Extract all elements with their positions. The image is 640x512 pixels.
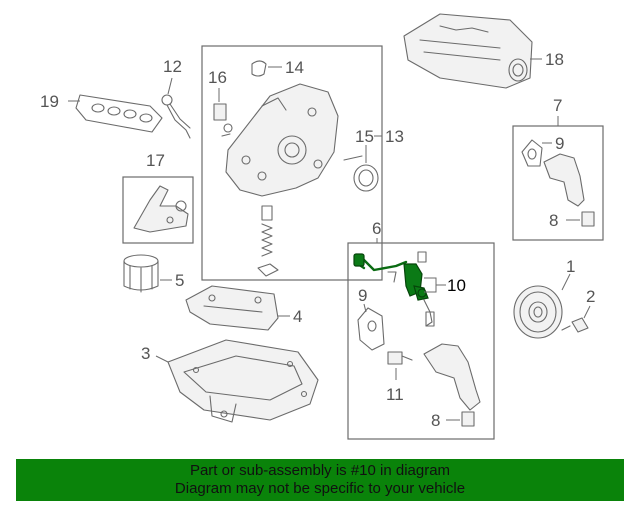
oil-pump-box bbox=[201, 45, 383, 281]
part-17-box bbox=[122, 176, 194, 244]
oil-pump-spring bbox=[257, 205, 279, 277]
callout-16: 16 bbox=[208, 68, 227, 87]
part-6-bolt bbox=[387, 251, 427, 283]
callout-13: 13 bbox=[385, 127, 404, 146]
callout-6: 6 bbox=[372, 219, 381, 238]
part-12-dipstick bbox=[161, 94, 191, 139]
leader-2 bbox=[583, 305, 591, 319]
callout-1: 1 bbox=[566, 257, 575, 276]
part-5-oil-filter bbox=[123, 254, 159, 293]
callout-10: 10 bbox=[447, 276, 466, 295]
part-6-valve bbox=[423, 299, 435, 327]
part-18-manifold bbox=[403, 13, 533, 89]
callout-3: 3 bbox=[141, 344, 150, 363]
part-15-seal bbox=[353, 164, 379, 192]
callout-5: 5 bbox=[175, 271, 184, 290]
leader-1 bbox=[561, 273, 571, 291]
part-14-clip bbox=[251, 60, 267, 77]
leader-9-lower bbox=[363, 303, 367, 313]
callout-18: 18 bbox=[545, 50, 564, 69]
info-banner: Part or sub-assembly is #10 in diagram D… bbox=[16, 459, 624, 501]
part-2-bolt bbox=[561, 317, 589, 333]
callout-17: 17 bbox=[146, 151, 165, 170]
oil-pump-bolts bbox=[221, 133, 363, 161]
part-17-bracket bbox=[133, 185, 189, 233]
callout-9-lower: 9 bbox=[358, 286, 367, 305]
banner-line-1: Part or sub-assembly is #10 in diagram bbox=[189, 462, 451, 479]
part-3-oil-pan bbox=[167, 339, 319, 423]
callout-12: 12 bbox=[163, 57, 182, 76]
leader-3 bbox=[155, 355, 169, 363]
part-1-pulley bbox=[513, 285, 563, 339]
part-7-pipe bbox=[543, 153, 585, 207]
part-6-box bbox=[347, 242, 495, 440]
callout-2: 2 bbox=[586, 287, 595, 306]
callout-15: 15 bbox=[355, 127, 374, 146]
banner-line-2: Diagram may not be specific to your vehi… bbox=[174, 480, 466, 497]
part-4-baffle bbox=[185, 285, 279, 331]
callout-14: 14 bbox=[285, 58, 304, 77]
part-8-cap-lower bbox=[461, 411, 475, 427]
callout-9-upper: 9 bbox=[555, 134, 564, 153]
part-6-pipe bbox=[423, 343, 481, 411]
part-9-gasket-upper bbox=[521, 139, 543, 167]
part-11-sensor bbox=[387, 351, 413, 365]
callout-19: 19 bbox=[40, 92, 59, 111]
callout-4: 4 bbox=[293, 307, 302, 326]
leader-10 bbox=[424, 277, 446, 293]
leader-12 bbox=[167, 77, 173, 95]
part-8-cap-upper bbox=[581, 211, 595, 227]
callout-8-upper: 8 bbox=[549, 211, 558, 230]
callout-11: 11 bbox=[386, 385, 404, 404]
part-9-gasket-lower bbox=[357, 307, 385, 351]
part-10-harness-highlighted bbox=[353, 253, 429, 301]
part-19-gasket bbox=[75, 94, 163, 133]
callout-8-lower: 8 bbox=[431, 411, 440, 430]
part-16-sensor bbox=[213, 103, 233, 133]
callout-7: 7 bbox=[553, 96, 562, 115]
oil-pump-assembly bbox=[225, 83, 339, 197]
